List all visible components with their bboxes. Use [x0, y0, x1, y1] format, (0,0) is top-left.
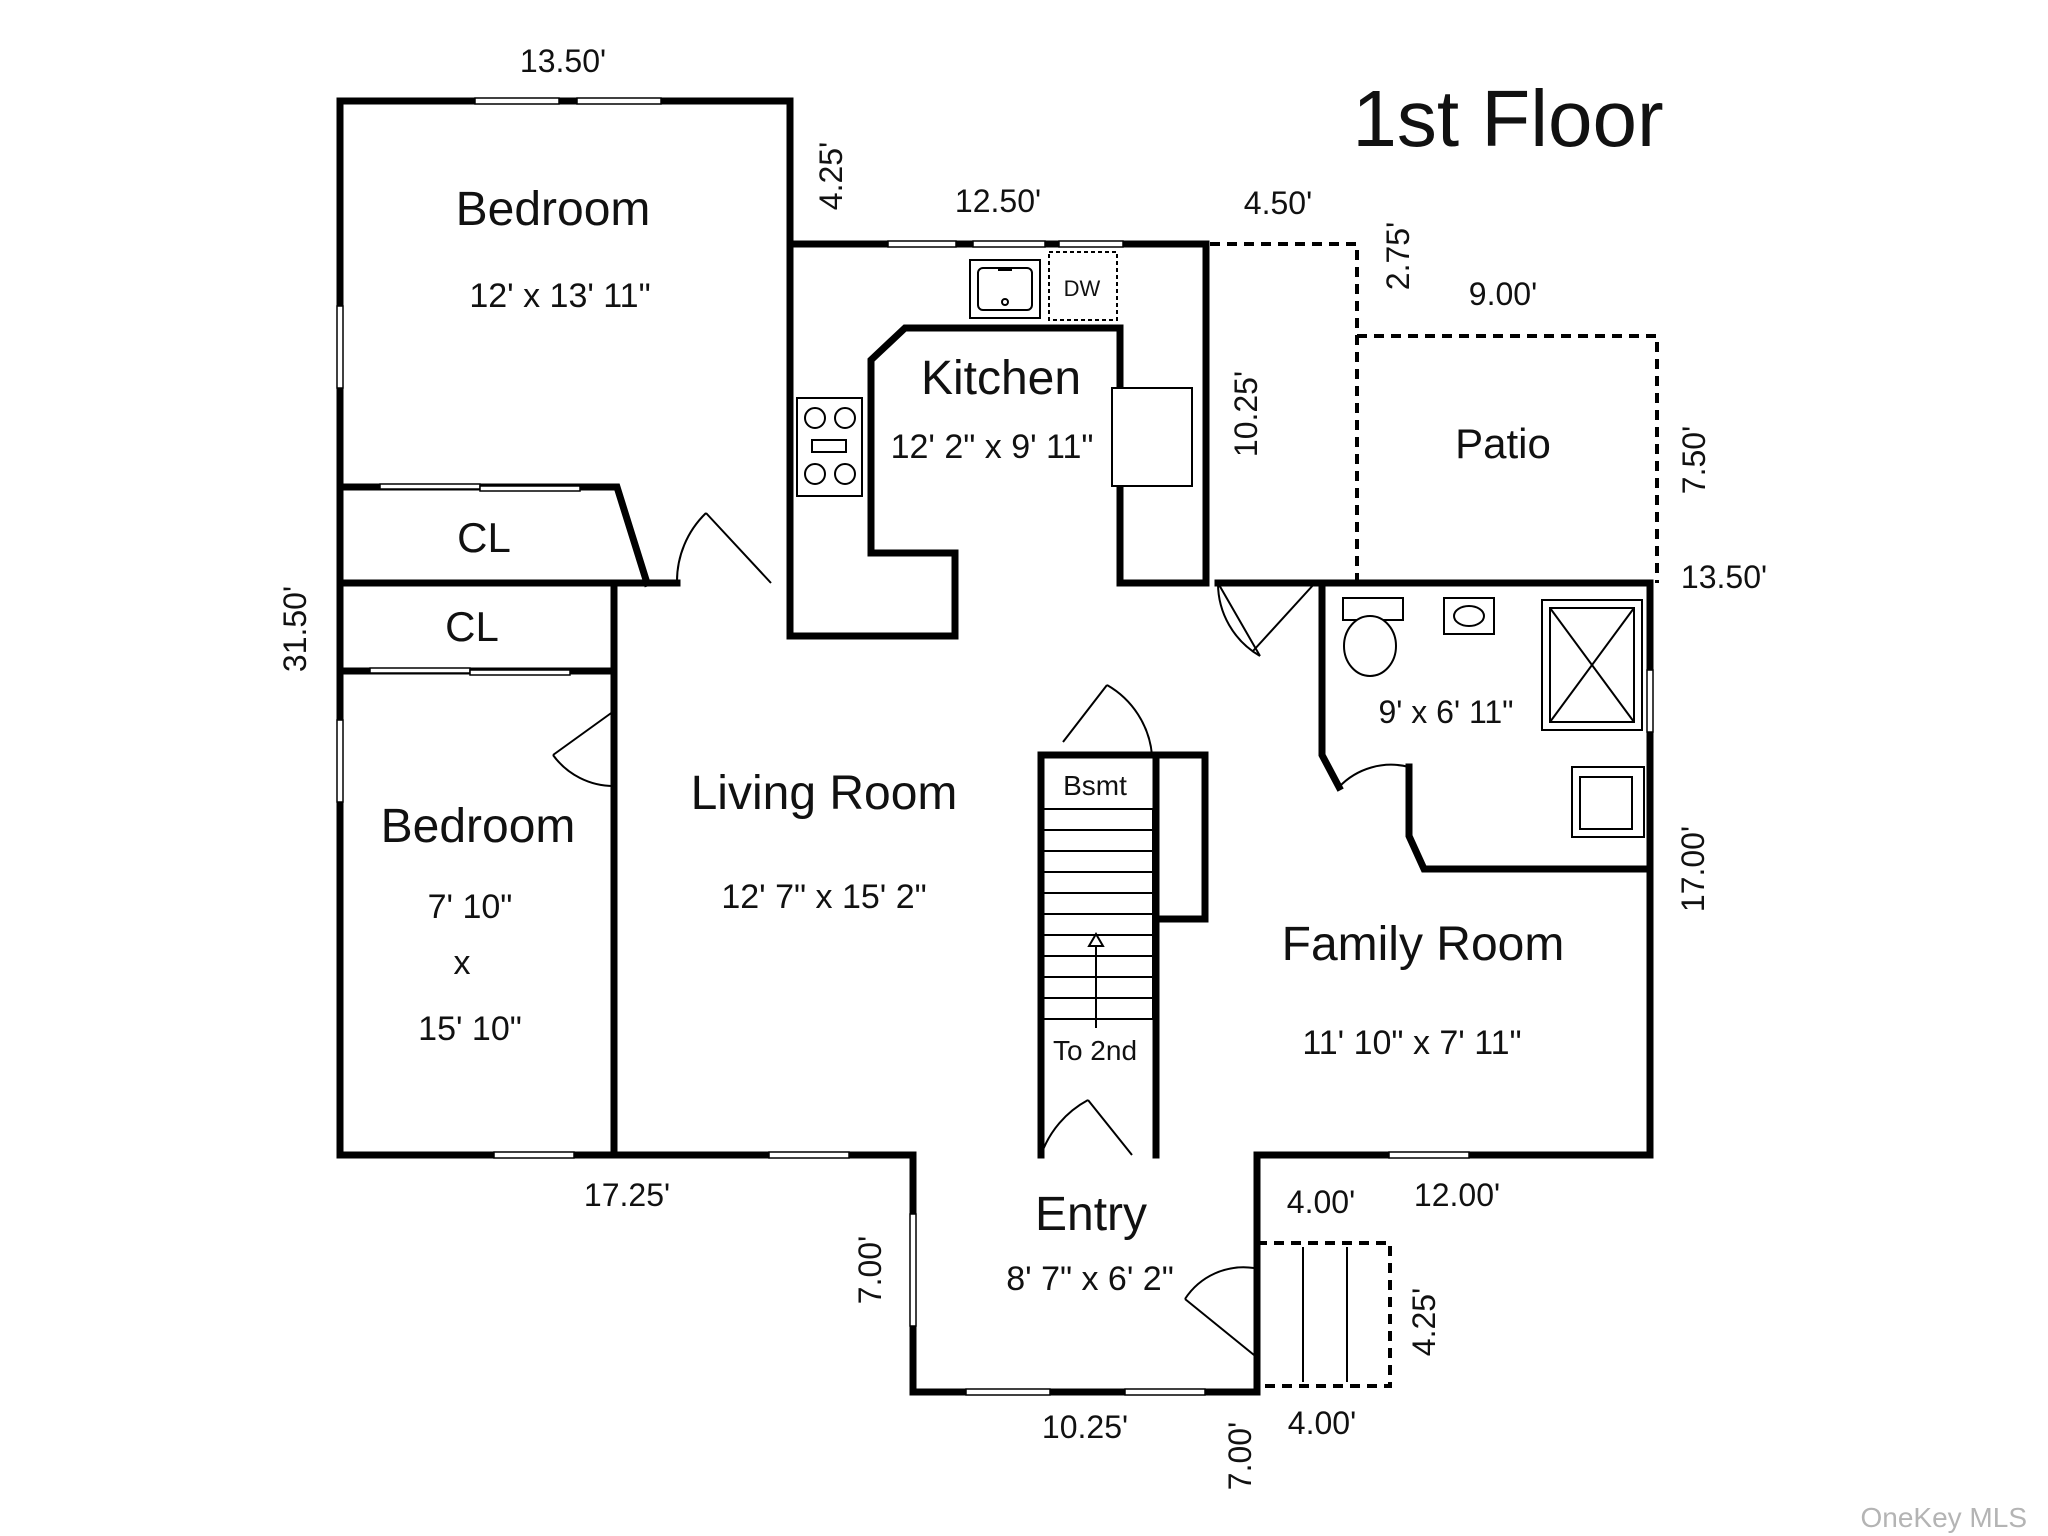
bedroom2-size-line3: 15' 10": [418, 1010, 522, 1048]
dim-walk-height: 10.25': [1228, 371, 1264, 457]
watermark: OneKey MLS: [1860, 1502, 2027, 1533]
dishwasher-label: DW: [1064, 276, 1101, 301]
bath-size: 9' x 6' 11": [1378, 694, 1513, 730]
dim-kitchen-top: 12.50': [955, 183, 1041, 219]
dim-patio-top: 9.00': [1469, 276, 1537, 312]
bedroom2-name: Bedroom: [381, 800, 576, 853]
living-room-name: Living Room: [691, 767, 958, 820]
dim-patio-side: 7.50': [1676, 426, 1712, 494]
stairs-up-label: To 2nd: [1053, 1035, 1137, 1066]
dim-entry-right: 7.00': [1222, 1422, 1258, 1490]
doors: [552, 512, 1410, 1356]
basement-label: Bsmt: [1063, 770, 1127, 801]
dim-top-bedroom: 13.50': [520, 43, 606, 79]
dashed-outlines: [1210, 242, 1659, 1388]
bedroom1-size: 12' x 13' 11": [469, 277, 650, 315]
dimension-labels: 13.50' 4.25' 12.50' 4.50' 2.75' 9.00' 10…: [277, 43, 1767, 1490]
dim-right-upper: 13.50': [1681, 559, 1767, 595]
staircase: [1040, 808, 1154, 1028]
dim-walk-side: 2.75': [1380, 222, 1416, 290]
bedroom2-size-line2: x: [454, 944, 471, 982]
dim-bottom-right: 12.00': [1414, 1177, 1500, 1213]
living-room-size: 12' 7" x 15' 2": [721, 878, 926, 916]
dim-bottom-left: 17.25': [584, 1177, 670, 1213]
room-labels: Bedroom 12' x 13' 11" Kitchen 12' 2" x 9…: [381, 183, 1565, 1298]
dim-entry-side: 7.00': [852, 1236, 888, 1304]
kitchen-size: 12' 2" x 9' 11": [891, 428, 1094, 466]
entry-name: Entry: [1035, 1188, 1147, 1241]
patio-name: Patio: [1455, 420, 1551, 467]
dim-walk-top: 4.50': [1244, 185, 1312, 221]
family-room-size: 11' 10" x 7' 11": [1302, 1024, 1521, 1062]
entry-size: 8' 7" x 6' 2": [1006, 1260, 1174, 1298]
dim-step-bottom: 4.00': [1288, 1405, 1356, 1441]
kitchen-name: Kitchen: [921, 352, 1081, 405]
closet2-label: CL: [445, 603, 499, 650]
kitchen-fixtures: [796, 251, 1193, 497]
dim-left-side: 31.50': [277, 586, 313, 672]
bath-fixtures: [1342, 597, 1645, 838]
bedroom2-size-line1: 7' 10": [428, 888, 513, 926]
windows: [336, 97, 1654, 1396]
dim-step-top: 4.00': [1287, 1184, 1355, 1220]
floor-title: 1st Floor: [1352, 74, 1663, 163]
dim-kitchen-step: 4.25': [813, 142, 849, 210]
bedroom1-name: Bedroom: [456, 183, 651, 236]
closet1-label: CL: [457, 514, 511, 561]
dim-step-side: 4.25': [1406, 1288, 1442, 1356]
dim-right-lower: 17.00': [1675, 826, 1711, 912]
dim-entry-bottom: 10.25': [1042, 1409, 1128, 1445]
family-room-name: Family Room: [1282, 918, 1565, 971]
